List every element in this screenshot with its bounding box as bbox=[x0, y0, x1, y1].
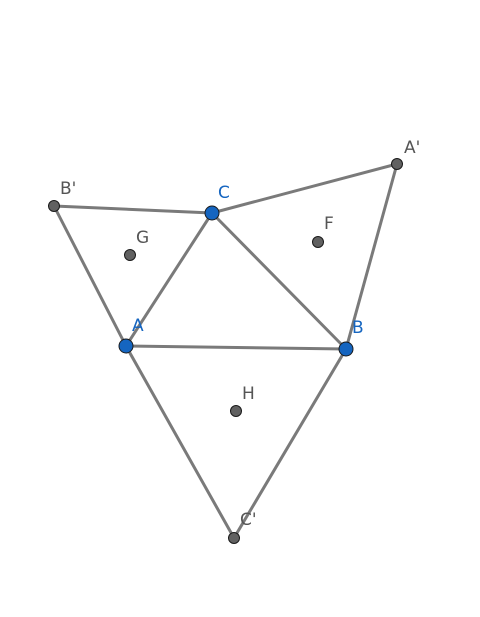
label-b: B bbox=[352, 318, 364, 338]
point-c-prime[interactable] bbox=[228, 532, 240, 544]
segment-c-a[interactable] bbox=[124, 211, 214, 348]
segment-a-prime-b[interactable] bbox=[344, 162, 399, 351]
point-h[interactable] bbox=[230, 405, 242, 417]
label-c-prime: C' bbox=[240, 510, 257, 530]
label-b-prime: B' bbox=[60, 179, 76, 199]
label-c: C bbox=[218, 183, 230, 203]
label-f: F bbox=[324, 214, 334, 234]
label-a-prime: A' bbox=[404, 138, 420, 158]
label-a: A bbox=[132, 316, 144, 336]
point-b-prime[interactable] bbox=[48, 200, 60, 212]
point-a[interactable] bbox=[118, 338, 134, 354]
segment-b-c[interactable] bbox=[210, 211, 348, 351]
label-g: G bbox=[136, 228, 149, 248]
segment-b-prime-a[interactable] bbox=[52, 204, 128, 348]
point-a-prime[interactable] bbox=[391, 158, 403, 170]
point-f[interactable] bbox=[312, 236, 324, 248]
point-b[interactable] bbox=[338, 341, 354, 357]
segment-a-b[interactable] bbox=[124, 344, 348, 351]
segment-a-c-prime[interactable] bbox=[124, 344, 236, 540]
point-g[interactable] bbox=[124, 249, 136, 261]
point-c[interactable] bbox=[204, 205, 220, 221]
segment-c-a-prime[interactable] bbox=[210, 162, 399, 215]
label-h: H bbox=[242, 384, 255, 404]
segment-c-prime-b[interactable] bbox=[232, 347, 348, 540]
segment-c-b-prime[interactable] bbox=[52, 204, 214, 215]
